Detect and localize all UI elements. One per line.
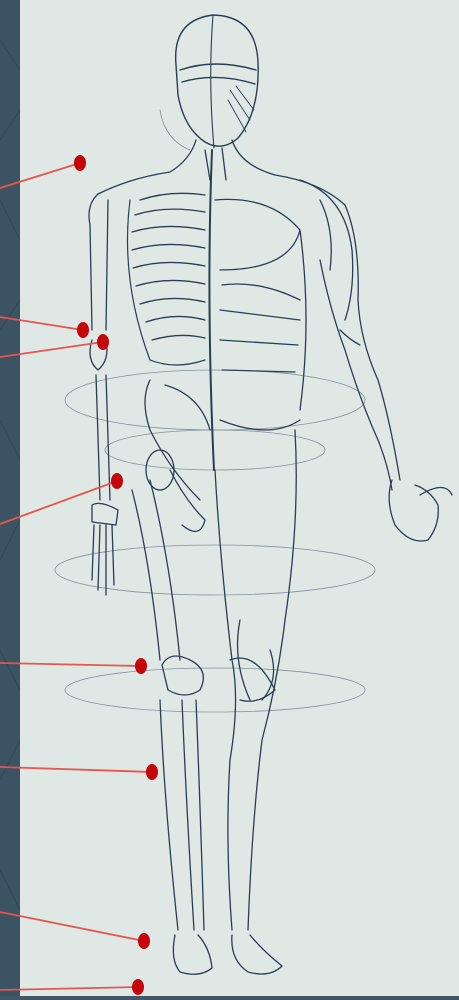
marker-6[interactable] (146, 764, 158, 780)
panel-pattern (0, 0, 20, 996)
left-arm-skeleton (89, 194, 118, 595)
legs-sketch (132, 430, 296, 974)
marker-2[interactable] (77, 322, 89, 338)
head-sketch (160, 15, 258, 150)
marker-8[interactable] (132, 979, 144, 995)
torso-sketch (98, 140, 353, 531)
anatomy-figure (20, 0, 459, 996)
marker-4[interactable] (111, 473, 123, 489)
marker-1[interactable] (74, 155, 86, 171)
sketch-canvas (20, 0, 459, 996)
side-panel (0, 0, 20, 996)
marker-5[interactable] (135, 658, 147, 674)
construction-lines (55, 370, 375, 712)
marker-3[interactable] (97, 334, 109, 350)
right-arm-muscles (320, 205, 452, 541)
marker-7[interactable] (138, 933, 150, 949)
